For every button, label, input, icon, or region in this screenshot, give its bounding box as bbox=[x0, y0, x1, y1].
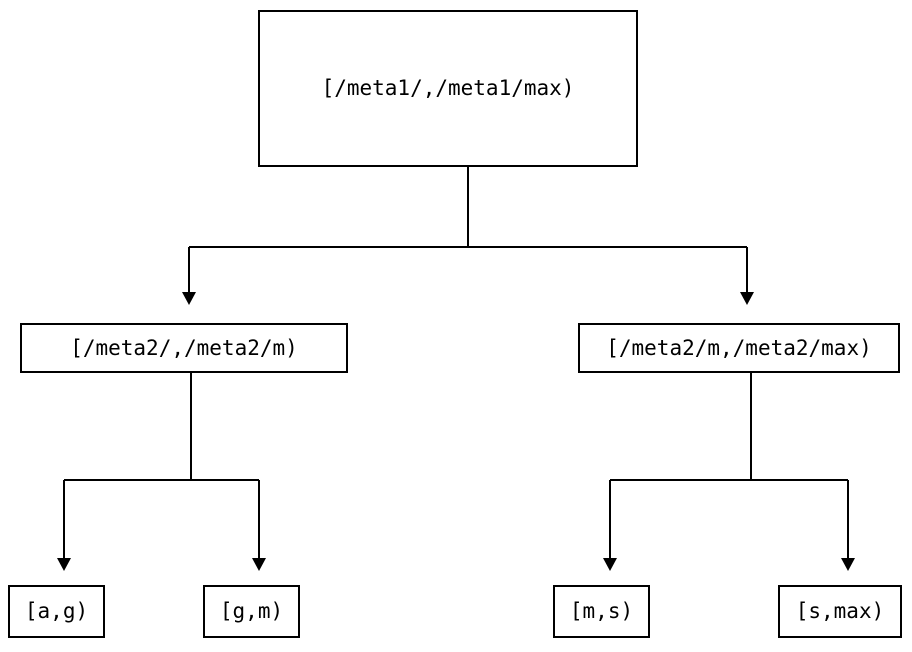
tree-node-mid-left-label: [/meta2/,/meta2/m) bbox=[70, 335, 298, 360]
arrowhead-to-leaf-ag bbox=[57, 558, 71, 571]
arrowhead-to-mid-left bbox=[182, 292, 196, 305]
tree-node-mid-right[interactable]: [/meta2/m,/meta2/max) bbox=[578, 323, 900, 373]
tree-node-root[interactable]: [/meta1/,/meta1/max) bbox=[258, 10, 638, 167]
arrowhead-to-mid-right bbox=[740, 292, 754, 305]
arrowhead-to-leaf-smax bbox=[841, 558, 855, 571]
tree-node-leaf-smax-label: [s,max) bbox=[795, 599, 885, 623]
tree-node-root-label: [/meta1/,/meta1/max) bbox=[321, 76, 575, 100]
tree-node-leaf-ag[interactable]: [a,g) bbox=[8, 585, 105, 638]
tree-node-leaf-gm[interactable]: [g,m) bbox=[203, 585, 300, 638]
tree-node-mid-left[interactable]: [/meta2/,/meta2/m) bbox=[20, 323, 348, 373]
tree-node-mid-right-label: [/meta2/m,/meta2/max) bbox=[606, 335, 872, 360]
tree-node-leaf-ms-label: [m,s) bbox=[569, 599, 634, 623]
tree-node-leaf-ag-label: [a,g) bbox=[24, 599, 89, 623]
arrowhead-to-leaf-ms bbox=[603, 558, 617, 571]
tree-node-leaf-smax[interactable]: [s,max) bbox=[778, 585, 902, 638]
arrowhead-to-leaf-gm bbox=[252, 558, 266, 571]
tree-node-leaf-ms[interactable]: [m,s) bbox=[553, 585, 650, 638]
tree-node-leaf-gm-label: [g,m) bbox=[219, 599, 284, 623]
